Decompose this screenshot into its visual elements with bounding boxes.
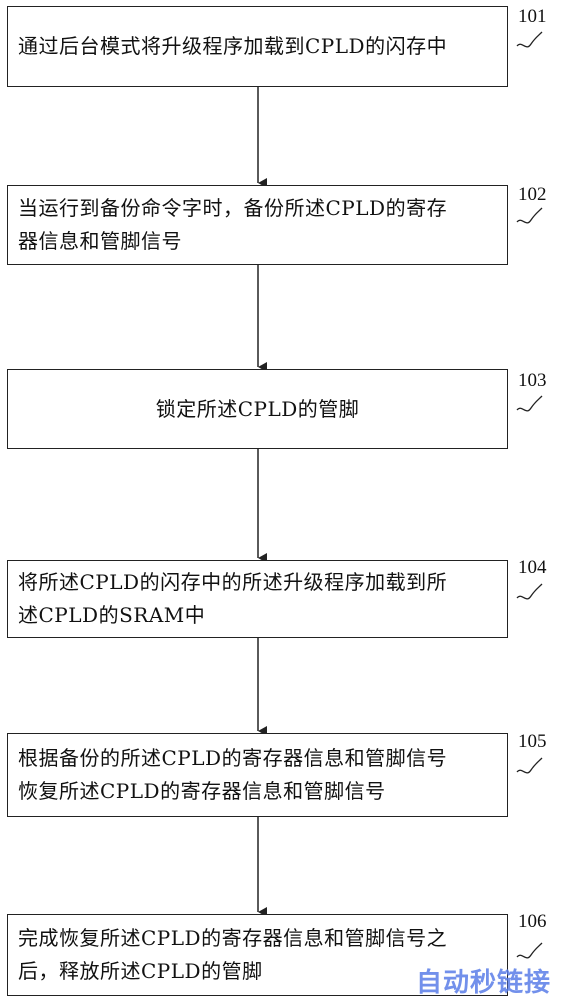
step-box-105: 根据备份的所述CPLD的寄存器信息和管脚信号 恢复所述CPLD的寄存器信息和管脚… [7, 733, 508, 817]
step-text-106: 完成恢复所述CPLD的寄存器信息和管脚信号之 后，释放所述CPLD的管脚 [18, 926, 448, 983]
step-text-104: 将所述CPLD的闪存中的所述升级程序加载到所 述CPLD的SRAM中 [18, 570, 448, 627]
step-box-103: 锁定所述CPLD的管脚 [7, 369, 508, 449]
step-text-102: 当运行到备份命令字时，备份所述CPLD的寄存 器信息和管脚信号 [18, 196, 448, 253]
watermark-logo: 自动秒链接 [415, 968, 551, 998]
step-box-104: 将所述CPLD的闪存中的所述升级程序加载到所 述CPLD的SRAM中 [7, 560, 508, 638]
step-box-101: 通过后台模式将升级程序加载到CPLD的闪存中 [7, 6, 508, 87]
leader-101 [516, 31, 543, 48]
step-box-102: 当运行到备份命令字时，备份所述CPLD的寄存 器信息和管脚信号 [7, 185, 508, 265]
step-number-104: 104 [518, 557, 547, 578]
leader-104 [516, 583, 543, 600]
step-text-101: 通过后台模式将升级程序加载到CPLD的闪存中 [18, 34, 448, 58]
step-number-103: 103 [518, 370, 547, 391]
leader-106 [516, 942, 543, 959]
leader-103 [516, 395, 543, 412]
leader-105 [516, 757, 543, 774]
step-number-101: 101 [518, 6, 547, 27]
step-text-105: 根据备份的所述CPLD的寄存器信息和管脚信号 恢复所述CPLD的寄存器信息和管脚… [18, 746, 448, 803]
leader-102 [516, 207, 543, 224]
step-number-102: 102 [518, 184, 547, 205]
step-text-103: 锁定所述CPLD的管脚 [155, 396, 360, 421]
step-box-106: 完成恢复所述CPLD的寄存器信息和管脚信号之 后，释放所述CPLD的管脚 [7, 914, 508, 996]
step-number-106: 106 [518, 911, 547, 932]
step-number-105: 105 [518, 731, 547, 752]
